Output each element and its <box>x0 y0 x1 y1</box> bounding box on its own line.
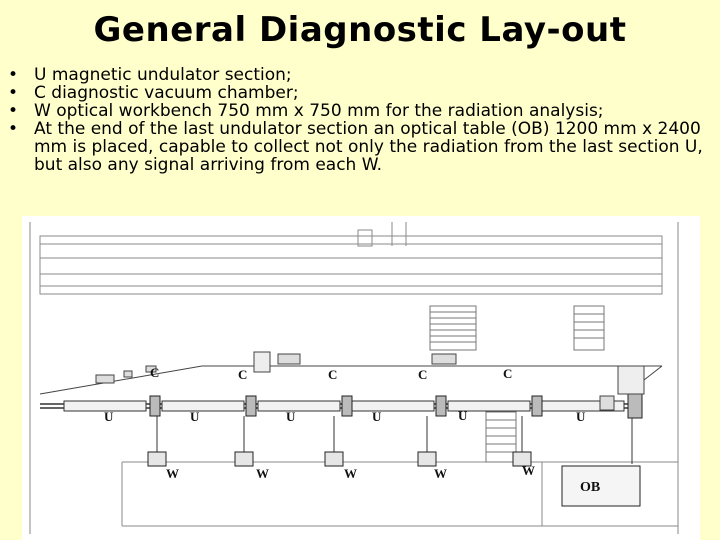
bullet-text: At the end of the last undulator section… <box>34 119 703 175</box>
diagnostic-chambers <box>149 391 643 419</box>
optical-feeds <box>156 416 633 464</box>
undulator-section <box>63 400 147 412</box>
optical-workbench <box>324 451 344 467</box>
undulator-section <box>161 400 245 412</box>
label-ob: OB <box>580 480 600 495</box>
label-w: W <box>434 466 447 481</box>
staircase <box>429 305 605 463</box>
bullet-list: • U magnetic undulator section; • C diagno… <box>0 66 712 174</box>
optical-workbench <box>417 451 437 467</box>
undulator-section <box>447 400 531 412</box>
label-w: W <box>166 466 179 481</box>
bullet-item: • At the end of the last undulator sectio… <box>0 120 712 174</box>
bullet-text: U magnetic undulator section; <box>34 65 292 85</box>
label-w: W <box>522 463 535 478</box>
optical-workbench <box>512 451 532 467</box>
bullet-item: • W optical workbench 750 mm x 750 mm for… <box>0 102 712 120</box>
diagnostic-chamber <box>531 395 543 417</box>
label-w: W <box>344 466 357 481</box>
bullet-text: C diagnostic vacuum chamber; <box>34 83 299 103</box>
label-u: U <box>190 409 200 424</box>
bullet-item: • U magnetic undulator section; <box>0 66 712 84</box>
label-u: U <box>458 408 468 423</box>
diagnostic-chamber <box>341 395 353 417</box>
building-outline <box>29 222 679 534</box>
label-w: W <box>256 466 269 481</box>
label-c: C <box>238 367 247 382</box>
bullet-marker: • <box>8 83 19 103</box>
optical-table <box>561 465 641 507</box>
undulator-section <box>351 400 435 412</box>
upper-beam-branch <box>39 351 663 411</box>
optical-workbench <box>234 451 254 467</box>
label-u: U <box>286 409 296 424</box>
label-c: C <box>150 365 159 380</box>
slide-title: General Diagnostic Lay-out <box>93 10 627 50</box>
undulator-sections <box>63 400 625 412</box>
bullet-marker: • <box>8 119 19 139</box>
bullet-item: • C diagnostic vacuum chamber; <box>0 84 712 102</box>
layout-drawing: U U U U U U C C C C C W W W W W OB <box>29 222 679 534</box>
optical-workbenches <box>147 451 532 467</box>
layout-diagram: U U U U U U C C C C C W W W W W OB <box>22 216 700 540</box>
label-u: U <box>104 409 114 424</box>
bullet-marker: • <box>8 101 19 121</box>
label-c: C <box>418 367 427 382</box>
bullet-marker: • <box>8 65 19 85</box>
diagnostic-chamber <box>435 395 447 417</box>
label-c: C <box>328 367 337 382</box>
label-u: U <box>576 409 586 424</box>
label-u: U <box>372 409 382 424</box>
undulator-section <box>257 400 341 412</box>
diagnostic-chamber <box>627 391 643 419</box>
bullet-text: W optical workbench 750 mm x 750 mm for … <box>34 101 604 121</box>
diagnostic-chamber <box>149 395 161 417</box>
diagnostic-chamber <box>245 395 257 417</box>
optical-workbench <box>147 451 167 467</box>
label-c: C <box>503 366 512 381</box>
